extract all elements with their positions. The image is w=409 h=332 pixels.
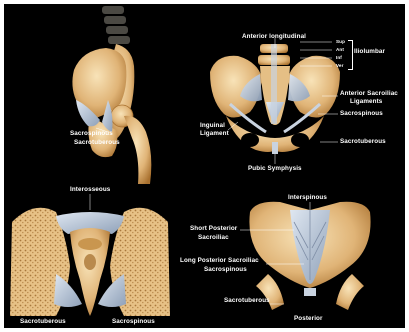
inf-label: Inf bbox=[336, 55, 342, 61]
interosseous-label: Interosseous bbox=[70, 186, 110, 194]
short-posterior-sacroiliac-label: Sacroiliac bbox=[198, 234, 229, 242]
ant-label: Ant bbox=[336, 47, 344, 53]
sup-label: Sup bbox=[336, 39, 345, 45]
ver-label: Ver bbox=[336, 63, 343, 69]
posterior-sacrotuberous-label: Sacrotuberous bbox=[224, 297, 270, 305]
interspinous-label: Interspinous bbox=[288, 194, 327, 202]
pelvis-illustration bbox=[4, 4, 405, 328]
pubic-symphysis-label: Pubic Symphysis bbox=[248, 165, 302, 173]
posterior-pelvis-view bbox=[249, 202, 370, 310]
ligaments-label: Ligaments bbox=[350, 98, 382, 106]
long-posterior-sacroiliac-label: Long Posterior Sacroiliac bbox=[180, 257, 259, 265]
ligament-label: Ligament bbox=[200, 130, 229, 138]
lateral-sacrospinous-label: Sacrospinous bbox=[70, 130, 113, 138]
section-sacrotuberous-label: Sacrotuberous bbox=[20, 318, 66, 326]
lateral-sacrotuberous-label: Sacrotuberous bbox=[74, 139, 120, 147]
inguinal-label: Inguinal bbox=[200, 122, 225, 130]
anterior-sacrotuberous-label: Sacrotuberous bbox=[340, 138, 386, 146]
anterior-sacrospinous-label: Sacrospinous bbox=[340, 110, 383, 118]
iliolumbar-bracket bbox=[348, 40, 353, 70]
posterior-sacrospinous-label: Sacrospinous bbox=[204, 266, 247, 274]
lateral-pelvis-view bbox=[72, 6, 151, 184]
diagram-canvas: Sacrospinous Sacrotuberous Anterior long… bbox=[4, 4, 405, 328]
posterior-label: Posterior bbox=[294, 315, 323, 323]
section-sacrospinous-label: Sacrospinous bbox=[112, 318, 155, 326]
short-posterior-label: Short Posterior bbox=[190, 225, 237, 233]
anterior-pelvis-view bbox=[210, 44, 340, 154]
anterior-longitudinal-label: Anterior longitudinal bbox=[242, 33, 306, 41]
anterior-sacroiliac-label: Anterior Sacroiliac bbox=[340, 90, 398, 98]
section-pelvis-view bbox=[10, 208, 170, 316]
iliolumbar-label: Iliolumbar bbox=[354, 48, 385, 56]
